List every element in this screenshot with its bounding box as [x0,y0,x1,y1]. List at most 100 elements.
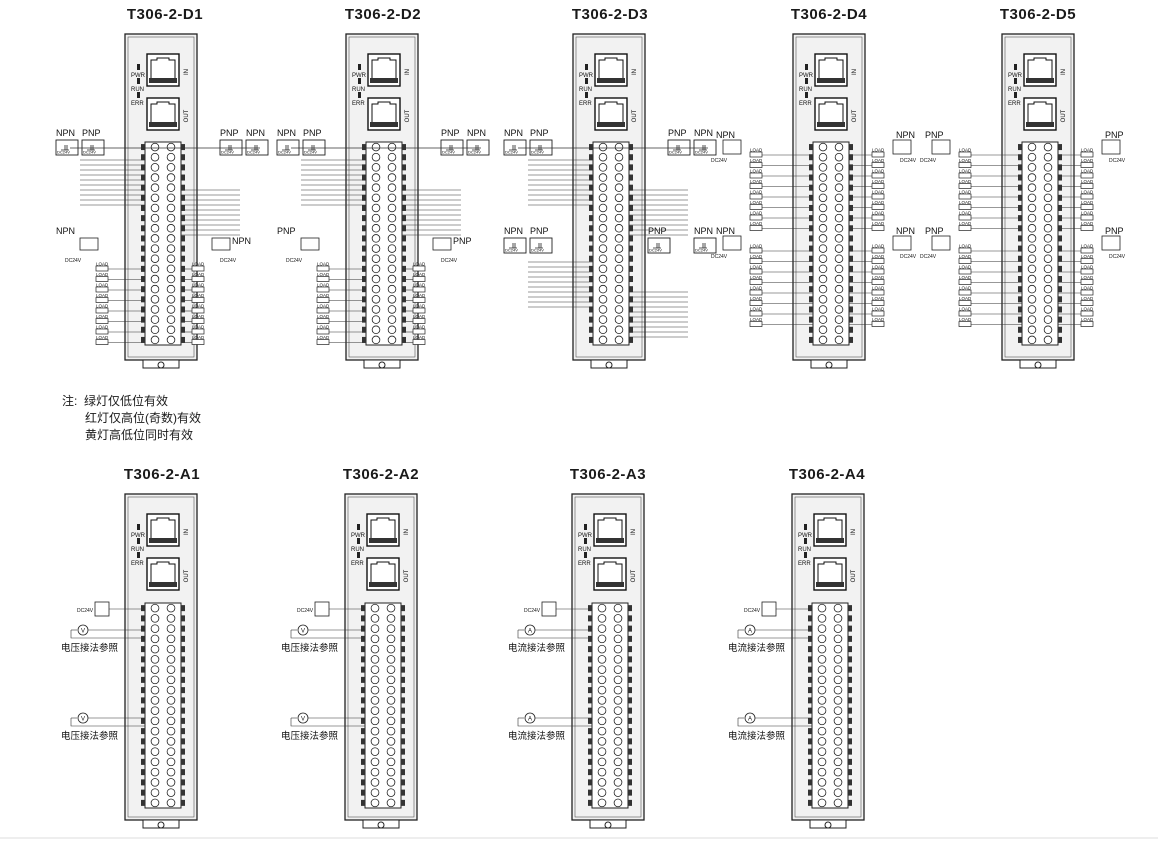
din-clip-hole [1034,361,1042,369]
terminal-hole [166,234,176,243]
led-indicator [358,92,361,98]
load-element [958,162,972,168]
ethernet-port-latch [816,538,844,543]
load-element [749,321,763,327]
terminal-release [628,728,632,735]
load-element [191,328,205,335]
terminal-release [589,276,593,283]
load-label: LOAD [317,293,330,298]
terminal-release [181,625,185,632]
led-indicator [584,552,587,558]
terminal-hole [598,295,608,304]
sensor-type-label: NPN [56,226,75,236]
terminal-hole [150,747,160,756]
terminal-release [849,255,853,262]
load-label: LOAD [959,179,972,184]
terminal-hole [613,696,623,705]
terminal-release [628,748,632,755]
load-label: LOAD [872,200,885,205]
load-element [871,151,885,158]
sensor-box [931,139,951,155]
sensor-type-label: NPN [716,130,735,140]
terminal-hole [834,234,844,243]
terminal-release [361,748,365,755]
load-label: LOAD [1081,254,1094,259]
terminal-hole [150,655,160,664]
terminal-hole [150,614,160,623]
sensor-supply-label: DC24V [695,150,708,155]
terminal-hole [1043,142,1053,152]
terminal-release [1018,306,1022,313]
load-label: LOAD [750,211,763,216]
terminal-hole [598,274,608,284]
terminal-release [848,738,852,745]
terminal-block [1021,141,1059,346]
terminal-release [629,316,633,323]
ethernet-port-latch [149,122,177,127]
terminal-release [628,635,632,642]
terminal-release [588,799,592,806]
terminal-release [361,615,365,622]
terminal-hole [166,173,176,182]
terminal-hole [387,183,397,192]
terminal-hole [597,788,607,797]
terminal-release [808,789,812,796]
terminal-block [364,602,402,809]
terminal-release [141,235,145,242]
terminal-hole [386,757,396,767]
sensor-type-label: NPN [694,128,713,138]
terminal-release [141,625,145,632]
sensor-type-label: NPN [716,226,735,236]
module-d4: PWRRUNERRINOUTNPNDC24VNPNDC24VLOADLOADLO… [711,33,917,369]
module-inner-frame [127,496,195,818]
terminal-release [181,235,185,242]
port-label-out: OUT [851,569,857,582]
load-label: LOAD [1081,211,1094,216]
terminal-release [401,769,405,776]
terminal-release [849,316,853,323]
led-label-err: ERR [131,101,144,107]
terminal-release [848,615,852,622]
terminal-hole [370,706,380,715]
load-label: LOAD [413,304,426,309]
terminal-hole [598,152,608,162]
terminal-hole [150,696,160,705]
terminal-release [181,789,185,796]
terminal-hole [371,173,381,182]
led-label-run: RUN [798,547,811,553]
terminal-release [849,286,853,293]
sensor-type-label: PNP [1105,226,1124,236]
terminal-hole [818,224,828,233]
terminal-release [181,646,185,653]
terminal-hole [150,634,160,644]
din-clip [363,359,401,369]
terminal-release [361,687,365,694]
terminal-release [809,184,813,191]
terminal-release [629,296,633,303]
load-label: LOAD [192,314,205,319]
wiring-reference-caption: 电流接法参照 [508,730,566,742]
load-element [1080,268,1094,275]
terminal-hole [386,716,396,726]
terminal-hole [370,788,380,797]
terminal-hole [834,193,844,203]
terminal-release [141,769,145,776]
terminal-release [141,336,145,343]
load-label: LOAD [1081,190,1094,195]
terminal-hole [150,325,160,335]
terminal-release [141,306,145,313]
load-label: LOAD [413,283,426,288]
load-label: LOAD [872,211,885,216]
terminal-release [809,276,813,283]
note-line-2: 红灯仅高位(奇数)有效 [85,411,201,425]
terminal-release [362,154,366,161]
led-label-err: ERR [131,561,144,567]
load-element [749,247,763,254]
terminal-release [808,799,812,806]
port-label-in: IN [404,529,410,535]
sensor-type-label: PNP [648,226,667,236]
led-indicator [805,92,808,98]
terminal-release [1058,164,1062,171]
terminal-release [848,666,852,673]
terminal-release [181,769,185,776]
